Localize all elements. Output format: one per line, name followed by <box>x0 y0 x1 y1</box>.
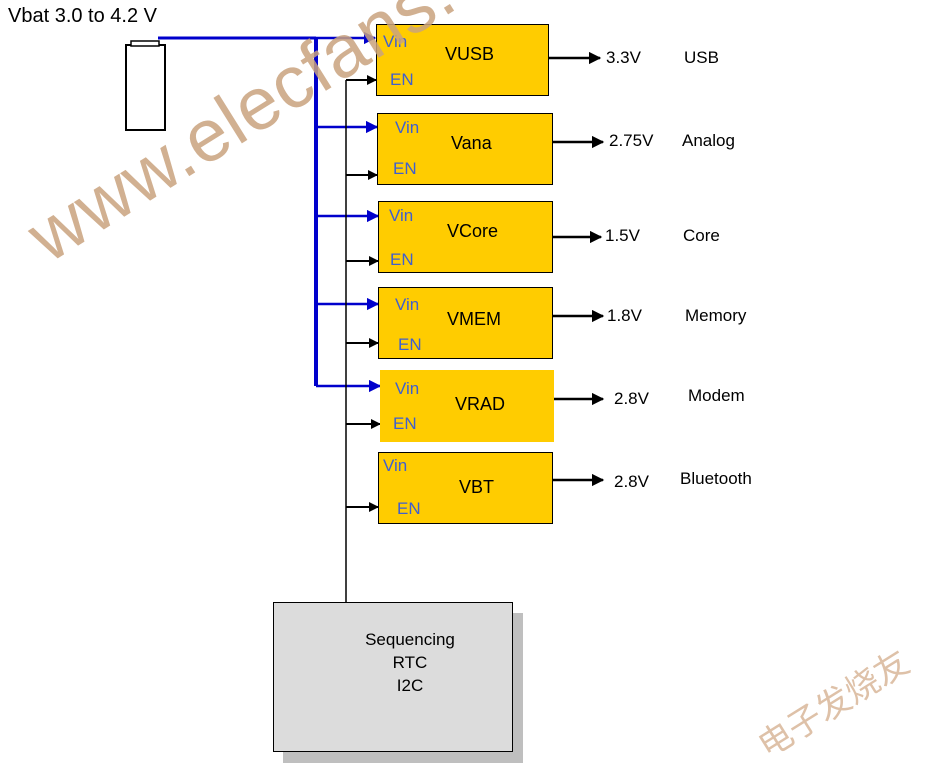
regulator-vrad: Vin VRAD EN <box>380 370 554 442</box>
battery-terminal <box>130 40 160 47</box>
vin-label: Vin <box>395 295 420 314</box>
controller-line-rtc: RTC <box>392 653 428 672</box>
regulator-name: VMEM <box>447 309 501 329</box>
vin-label: Vin <box>389 206 414 225</box>
regulator-vbt: Vin VBT EN <box>378 452 553 524</box>
controller-line-sequencing: Sequencing <box>365 630 455 649</box>
output-voltage-vbt: 2.8V <box>614 472 649 491</box>
vbat-label: Vbat 3.0 to 4.2 V <box>8 5 157 27</box>
output-domain-vcore: Core <box>683 226 720 245</box>
vin-label: Vin <box>395 379 420 398</box>
vin-label: Vin <box>395 118 420 137</box>
regulator-name: VUSB <box>445 44 495 64</box>
vin-label: Vin <box>383 32 408 51</box>
output-voltage-vmem: 1.8V <box>607 306 642 325</box>
en-label: EN <box>390 70 414 89</box>
regulator-name: VBT <box>459 477 495 497</box>
en-label: EN <box>397 499 421 518</box>
en-label: EN <box>398 335 422 354</box>
en-label: EN <box>390 250 414 269</box>
output-voltage-vrad: 2.8V <box>614 389 649 408</box>
regulator-vusb: Vin VUSB EN <box>376 24 549 96</box>
battery-icon <box>125 44 166 131</box>
en-label: EN <box>393 159 417 178</box>
sequencing-controller: Sequencing RTC I2C <box>273 602 513 752</box>
regulator-vana: Vin Vana EN <box>377 113 553 185</box>
regulator-name: VCore <box>447 221 499 241</box>
controller-line-i2c: I2C <box>396 676 424 695</box>
en-label: EN <box>393 414 417 433</box>
output-domain-vusb: USB <box>684 48 719 67</box>
regulator-vmem: Vin VMEM EN <box>378 287 553 359</box>
output-domain-vrad: Modem <box>688 386 745 405</box>
vin-label: Vin <box>383 456 408 475</box>
output-voltage-vcore: 1.5V <box>605 226 640 245</box>
output-voltage-vusb: 3.3V <box>606 48 641 67</box>
regulator-vcore: Vin VCore EN <box>378 201 553 273</box>
output-domain-vana: Analog <box>682 131 735 150</box>
output-voltage-vana: 2.75V <box>609 131 654 150</box>
output-domain-vbt: Bluetooth <box>680 469 752 488</box>
regulator-name: VRAD <box>455 394 506 414</box>
regulator-name: Vana <box>451 133 492 153</box>
output-domain-vmem: Memory <box>685 306 747 325</box>
